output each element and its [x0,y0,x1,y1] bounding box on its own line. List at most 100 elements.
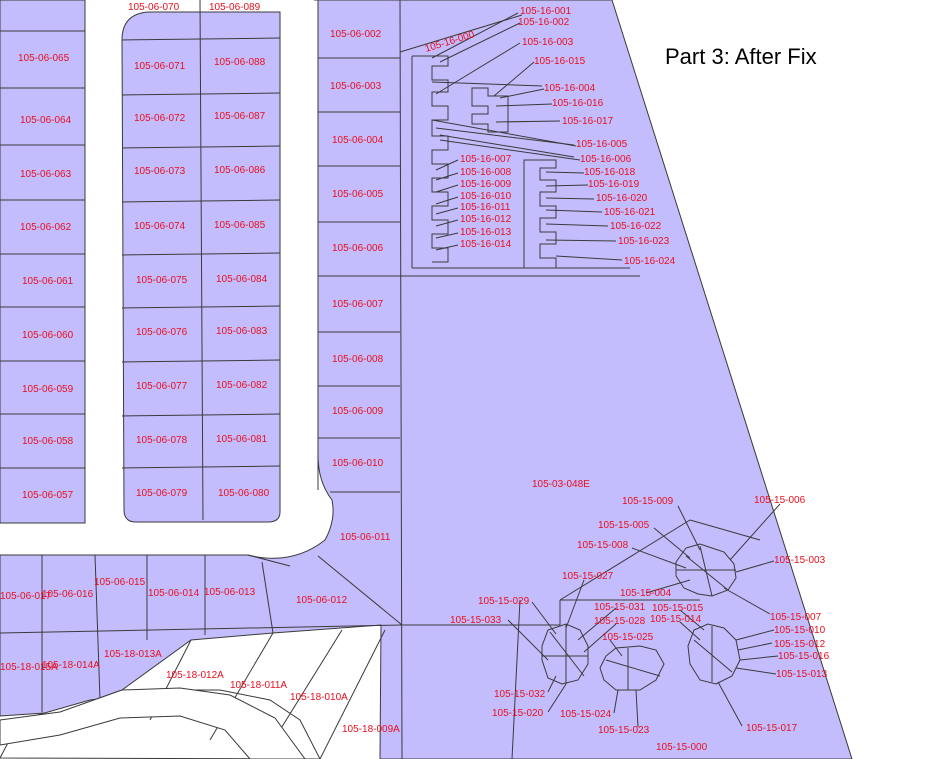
parcel-label: 105-15-025 [602,632,654,643]
parcel-label: 105-06-061 [22,276,74,287]
parcel-label: 105-15-000 [656,742,708,753]
parcel-label: 105-15-003 [774,555,826,566]
parcel-label: 105-06-007 [332,299,384,310]
parcel-label: 105-16-003 [522,37,574,48]
parcel-label: 105-06-080 [218,488,270,499]
parcel-label: 105-06-074 [134,221,186,232]
parcel-label: 105-18-014A [42,660,100,671]
parcel-label: 105-06-017 [0,591,52,602]
map-title: Part 3: After Fix [665,44,817,69]
parcel-label: 105-06-073 [134,166,186,177]
parcel-label: 105-06-076 [136,327,188,338]
parcel-label: 105-06-058 [22,436,74,447]
parcel-label: 105-16-020 [596,193,648,204]
parcel-label: 105-15-032 [494,689,546,700]
parcel-label: 105-06-057 [22,490,74,501]
parcel-label: 105-16-010 [460,191,512,202]
parcel-label: 105-06-070 [128,2,180,13]
center-lot-lines [121,0,281,521]
parcel-label: 105-06-003 [330,81,382,92]
center-block [121,11,281,523]
south-road [0,687,306,759]
leader-lines-16 [431,12,623,261]
parcel-label: 105-16-022 [610,221,662,232]
condo-cluster-16 [399,14,630,269]
parcel-label: 105-15-009 [622,496,674,507]
leader-lines-15 [507,503,781,728]
parcel-label: 105-06-086 [214,165,266,176]
parcel-label: 105-06-005 [332,189,384,200]
parcel-label: 105-15-029 [478,596,530,607]
parcel-label: 105-06-071 [134,61,186,72]
parcel-label: 105-18-015A [0,662,58,673]
parcel-label: 105-16-009 [460,179,512,190]
parcel-label: 105-16-021 [604,207,656,218]
parcel-label: 105-06-010 [332,458,384,469]
parcel-label: 105-16-008 [460,167,512,178]
parcel-label: 105-15-031 [594,602,646,613]
parcel-label: 105-06-060 [22,330,74,341]
parcel-label: 105-06-012 [296,595,348,606]
parcel-label: 105-15-012 [774,639,826,650]
parcel-label: 105-06-011 [340,532,391,543]
parcel-label: 105-15-033 [450,615,502,626]
parcel-label: 105-16-014 [460,239,512,250]
parcel-label: 105-16-004 [544,83,596,94]
parcel-label: 105-15-017 [746,723,798,734]
west-lot-lines [0,0,86,523]
parcel-label: 105-06-014 [148,588,200,599]
parcel-label: 105-18-009A [342,724,400,735]
parcel-label: 105-15-005 [598,520,650,531]
parcel-label: 105-16-018 [584,167,636,178]
parcel-label: 105-06-084 [216,274,268,285]
parcel-label: 105-06-075 [136,275,188,286]
parcel-label: 105-06-064 [20,115,72,126]
parcel-label: 105-06-083 [216,326,268,337]
parcel-label: 105-16-007 [460,154,512,165]
parcel-label: 105-15-024 [560,709,612,720]
parcel-label: 105-18-013A [104,649,162,660]
parcel-label: 105-16-013 [460,227,512,238]
parcel-label: 105-06-079 [136,488,188,499]
parcel-label: 105-16-002 [518,17,570,28]
parcel-label: 105-15-015 [652,603,704,614]
parcel-label: 105-16-012 [460,214,512,225]
parcel-label: 105-15-023 [598,725,650,736]
parcel-label: 105-06-089 [209,2,261,13]
parcel-label: 105-15-007 [770,612,822,623]
parcel-label: 105-06-008 [332,354,384,365]
parcel-label: 105-03-048E [532,479,590,490]
parcel-label: 105-15-020 [492,708,544,719]
parcel-label: 105-06-078 [136,435,188,446]
parcel-label: 105-06-081 [216,434,268,445]
parcel-label: 105-06-082 [216,380,268,391]
parcel-label: 105-06-062 [20,222,72,233]
parcel-label: 105-16-001 [520,6,572,17]
parcel-label: 105-18-012A [166,670,224,681]
parcel-label: 105-15-014 [650,614,702,625]
parcel-label: 105-16-024 [624,256,676,267]
parcel-label: 105-06-015 [94,577,146,588]
parcel-label: 105-06-063 [20,169,72,180]
parcel-label: 105-16-005 [576,139,628,150]
parcel-label: 105-16-019 [588,179,640,190]
parcel-label: 105-16-006 [580,154,632,165]
parcel-label: 105-06-004 [332,135,384,146]
parcel-label: 105-06-077 [136,381,188,392]
parcel-label: 105-06-009 [332,406,384,417]
parcel-label: 105-15-016 [778,651,830,662]
parcel-label: 105-06-016 [42,589,94,600]
east-column-lines [247,0,640,759]
parcel-label: 105-15-027 [562,571,614,582]
parcel-label: 105-15-006 [754,495,806,506]
parcel-label: 105-06-072 [134,113,186,124]
parcel-label: 105-16-011 [460,202,511,213]
parcel-label: 105-16-017 [562,116,614,127]
parcel-label: 105-15-028 [594,616,646,627]
condo-cluster-15 [402,519,761,759]
parcel-label: 105-06-059 [22,384,74,395]
parcel-label: 105-16-023 [618,236,670,247]
